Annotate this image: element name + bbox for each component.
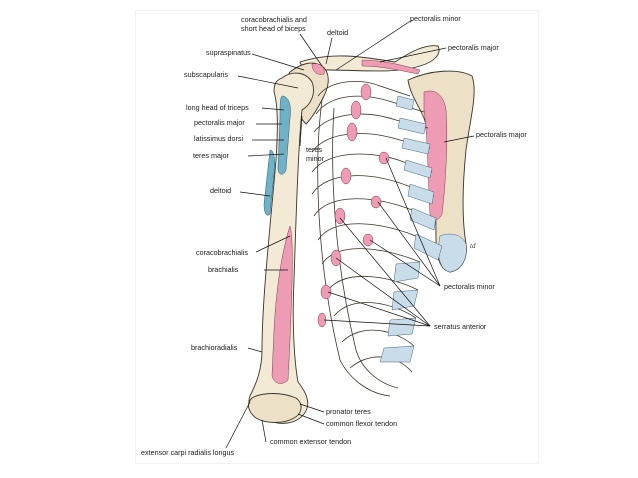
label-common-extensor-tendon: common extensor tendon bbox=[270, 437, 351, 446]
sternum bbox=[407, 70, 475, 273]
label-coracobrachialis: coracobrachialis bbox=[196, 248, 248, 257]
label-deltoid-top: deltoid bbox=[327, 28, 348, 37]
label-pectoralis-minor-top: pectoralis minor bbox=[410, 14, 461, 23]
labels: coracobrachialis and short head of bicep… bbox=[141, 14, 527, 457]
humerus bbox=[248, 72, 314, 424]
label-pectoralis-major-top: pectoralis major bbox=[448, 43, 499, 52]
label-extensor-carpi-radialis-longus: extensor carpi radialis longus bbox=[141, 448, 234, 457]
rib-cage bbox=[311, 81, 443, 397]
artist-signature: td bbox=[470, 242, 476, 250]
label-pectoralis-major-left: pectoralis major bbox=[194, 118, 245, 127]
label-pectoralis-major-right: pectoralis major bbox=[476, 130, 527, 139]
leader-lines bbox=[225, 19, 475, 449]
clavicle bbox=[299, 45, 440, 75]
label-supraspinatus: supraspinatus bbox=[206, 48, 251, 57]
label-brachialis: brachialis bbox=[208, 265, 239, 274]
label-coracobrachialis-short-head-2: short head of biceps bbox=[241, 24, 306, 33]
label-serratus-anterior: serratus anterior bbox=[434, 322, 487, 331]
label-coracobrachialis-short-head-1: coracobrachialis and bbox=[241, 15, 307, 24]
label-teres-major: teres major bbox=[193, 151, 230, 160]
label-brachioradialis: brachioradialis bbox=[191, 343, 238, 352]
label-pectoralis-minor-right: pectoralis minor bbox=[444, 282, 495, 291]
label-subscapularis: subscapularis bbox=[184, 70, 228, 79]
label-pronator-teres: pronator teres bbox=[326, 407, 371, 416]
label-deltoid-left: deltoid bbox=[210, 186, 231, 195]
label-teres-minor-2: minor bbox=[306, 154, 325, 163]
label-common-flexor-tendon: common flexor tendon bbox=[326, 419, 397, 428]
label-latissimus-dorsi: latissimus dorsi bbox=[194, 134, 244, 143]
label-long-head-triceps: long head of triceps bbox=[186, 103, 249, 112]
label-teres-minor-1: teres bbox=[306, 145, 322, 154]
